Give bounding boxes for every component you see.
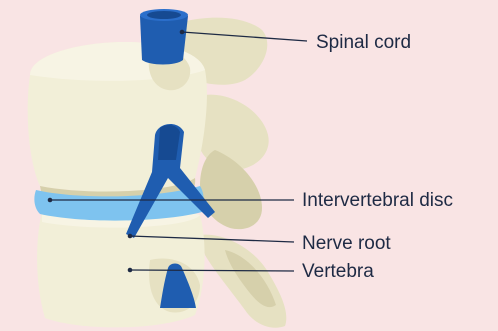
vertebra-label: Vertebra [302, 262, 374, 281]
spinal-cord-label: Spinal cord [316, 33, 411, 52]
intervertebral-disc-label: Intervertebral disc [302, 191, 453, 210]
spinal-cord-shape [140, 9, 188, 65]
nerve-root-label: Nerve root [302, 234, 391, 253]
